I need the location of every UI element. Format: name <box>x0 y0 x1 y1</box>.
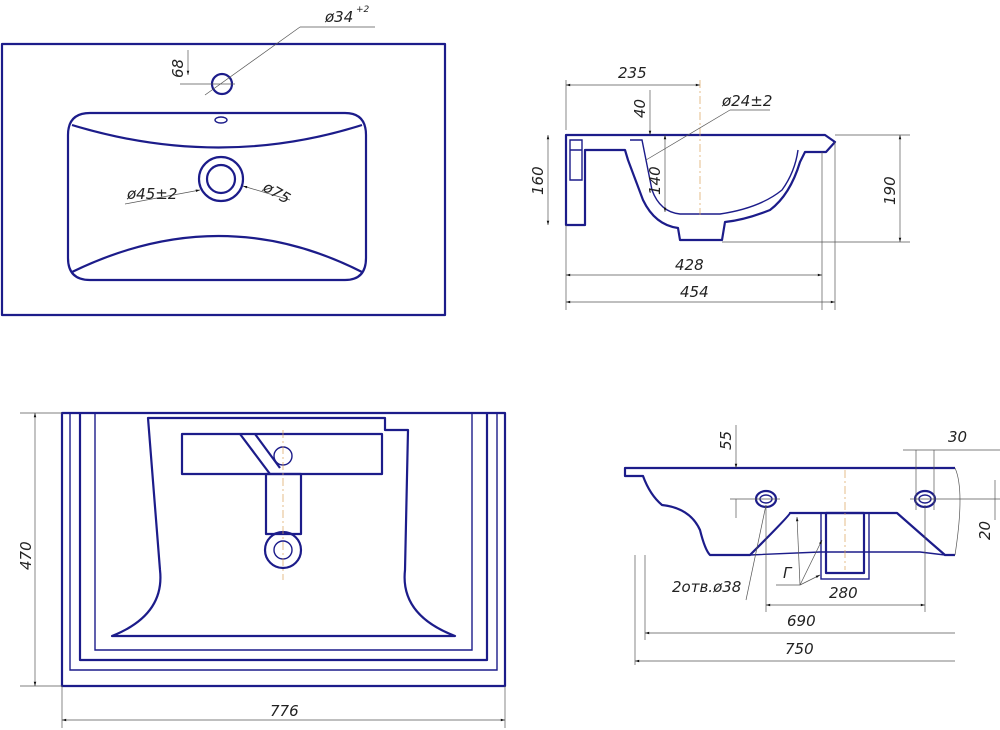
top-view: ø34 +2 68 ø45±2 ø75 <box>0 5 447 317</box>
drain-channel <box>264 472 303 536</box>
hole-spacing-vertical-label: 20 <box>976 521 994 540</box>
hole-offset-vertical-label: 55 <box>717 431 735 450</box>
hole-offset-edge-label: 30 <box>948 428 967 446</box>
faucet-hole-dia-label: ø34 <box>324 8 353 26</box>
faucet-hole-tol-label: +2 <box>356 5 370 15</box>
sink-inner-profile <box>630 139 799 215</box>
drain-width-label: 280 <box>829 584 858 602</box>
holes-note-label: 2отв.ø38 <box>672 578 741 596</box>
top-view-outline <box>0 42 447 317</box>
overflow-offset-label: 40 <box>631 99 649 118</box>
bowl-bottom-curve <box>71 234 363 273</box>
faucet-hole-offset-label: 68 <box>169 59 187 78</box>
height-rim-label: 160 <box>529 166 547 195</box>
sink-profile <box>564 133 837 242</box>
drain-outer <box>197 155 245 203</box>
section-mark-label: Г <box>783 564 793 582</box>
bottom-view: 470 776 <box>17 411 507 728</box>
width-to-drain-label: 235 <box>618 64 647 82</box>
total-width-label: 750 <box>785 640 814 658</box>
bottom-outer-outline <box>60 411 507 688</box>
bowl-bottom-outline <box>110 416 457 638</box>
total-depth-label: 454 <box>680 283 709 301</box>
bowl-top-curve <box>71 123 363 149</box>
front-view: 55 30 20 2отв.ø38 Г 280 690 750 <box>623 425 1000 665</box>
total-height-label: 190 <box>881 176 899 205</box>
drain-inner <box>205 163 237 195</box>
drain-outer-dia-label: ø75 <box>259 177 293 207</box>
front-profile <box>623 466 955 557</box>
inner-depth-label: 428 <box>675 256 704 274</box>
hole-spacing-label: 690 <box>787 612 816 630</box>
rim-pocket <box>180 432 384 476</box>
overflow-hole <box>214 116 228 124</box>
bowl-depth-label: 140 <box>646 166 664 195</box>
side-section-view: 235 40 ø24±2 160 140 190 428 454 <box>529 64 910 310</box>
bowl-outline <box>66 111 368 282</box>
width-label: 776 <box>270 702 299 720</box>
overflow-dia-label: ø24±2 <box>721 92 772 110</box>
drain-dia-label: ø45±2 <box>126 185 177 203</box>
depth-label: 470 <box>17 541 35 570</box>
